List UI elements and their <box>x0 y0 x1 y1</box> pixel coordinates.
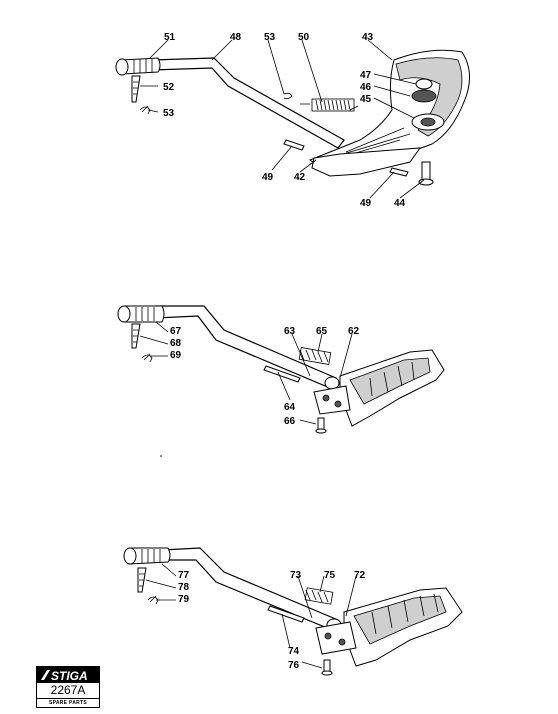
spare-parts-label: SPARE PARTS <box>37 698 99 707</box>
rod-64 <box>263 365 301 383</box>
spring-65 <box>299 349 329 363</box>
spring-50 <box>300 99 359 111</box>
label-78: 78 <box>178 582 190 593</box>
label-64: 64 <box>284 402 296 413</box>
clip-53b <box>283 92 293 100</box>
label-72: 72 <box>354 570 366 581</box>
label-52: 52 <box>163 82 175 93</box>
bolt-76 <box>323 659 331 673</box>
label-75: 75 <box>324 570 336 581</box>
catalog-code: 2267A <box>50 683 86 697</box>
label-73: 73 <box>290 570 302 581</box>
nut-47 <box>415 78 433 90</box>
stiga-logo-icon: STIGA <box>41 669 88 683</box>
mount-block-3 <box>315 621 357 655</box>
label-50: 50 <box>298 32 310 43</box>
label-49b: 49 <box>360 198 372 209</box>
blade-base-42 <box>311 147 422 177</box>
label-69: 69 <box>170 350 182 361</box>
label-49: 49 <box>262 172 274 183</box>
label-53: 53 <box>264 32 276 43</box>
stiga-brand: STIGA <box>37 667 99 683</box>
label-74: 74 <box>288 646 300 657</box>
label-65: 65 <box>316 326 328 337</box>
rod-49a <box>283 139 305 151</box>
grip-end <box>115 58 129 76</box>
handle-bar-48 <box>151 57 345 149</box>
spring-75 <box>305 589 329 603</box>
label-53-clip: 53 <box>163 108 175 119</box>
label-79: 79 <box>178 594 190 605</box>
rod-74 <box>267 605 305 623</box>
label-48: 48 <box>230 32 242 43</box>
rod-49b <box>389 167 409 177</box>
bolt-44 <box>421 161 431 181</box>
label-45: 45 <box>360 94 372 105</box>
grip-ridges <box>133 59 153 73</box>
label-42: 42 <box>294 172 306 183</box>
assembly-3: 77 78 79 73 75 72 74 76 <box>123 547 463 676</box>
bolt-66 <box>317 417 325 431</box>
svg-text:STIGA: STIGA <box>51 669 88 683</box>
handle-bar-63 <box>155 305 337 389</box>
label-44: 44 <box>394 198 406 209</box>
label-76: 76 <box>288 660 300 671</box>
label-63: 63 <box>284 326 296 337</box>
label-47: 47 <box>360 70 372 81</box>
label-66: 66 <box>284 416 296 427</box>
washer-46 <box>411 89 437 103</box>
stray-mark <box>160 455 162 457</box>
pin-52 <box>131 75 141 103</box>
label-67: 67 <box>170 326 182 337</box>
label-46: 46 <box>360 82 372 93</box>
stiga-logo-box: STIGA 2267A SPARE PARTS <box>36 666 100 708</box>
clip-69 <box>141 353 153 363</box>
label-62: 62 <box>348 326 360 337</box>
label-51: 51 <box>164 32 176 43</box>
label-43: 43 <box>362 32 374 43</box>
assembly-1: 51 48 53 50 43 52 53 47 46 45 49 42 49 4… <box>115 32 470 209</box>
clip-53 <box>139 105 151 115</box>
assembly-2: 67 68 69 63 65 62 64 66 <box>117 305 445 434</box>
label-77: 77 <box>178 570 190 581</box>
label-68: 68 <box>170 338 182 349</box>
mount-block <box>313 385 351 415</box>
